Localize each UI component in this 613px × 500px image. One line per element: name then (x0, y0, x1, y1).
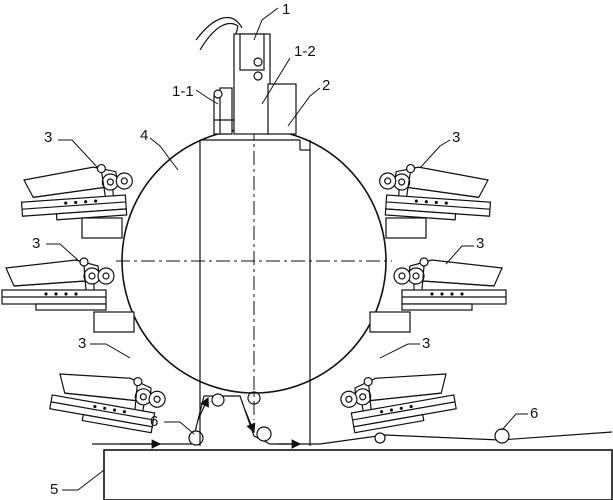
label-3-right-bottom: 3 (422, 335, 430, 352)
label-1-1: 1-1 (172, 83, 194, 100)
base-table (103, 449, 613, 500)
label-5: 5 (50, 481, 58, 498)
print-unit-right-top (376, 161, 494, 223)
print-unit-right-bottom (337, 362, 458, 435)
guide-roller (374, 432, 386, 444)
print-unit-left-middle (1, 257, 115, 311)
label-3-left-middle: 3 (32, 235, 40, 252)
label-3-right-top: 3 (452, 129, 460, 146)
label-3-left-top: 3 (44, 129, 52, 146)
label-1-2: 1-2 (294, 43, 316, 60)
label-6-right: 6 (530, 405, 538, 422)
guide-roller (494, 428, 510, 444)
top-mechanism (195, 17, 297, 135)
guide-roller (211, 393, 225, 407)
label-3-left-bottom: 3 (78, 335, 86, 352)
label-3-right-middle: 3 (476, 235, 484, 252)
print-unit-left-top (18, 161, 136, 223)
print-unit-right-middle (393, 257, 507, 311)
label-1: 1 (282, 1, 290, 18)
label-4: 4 (140, 127, 148, 144)
guide-roller (256, 426, 272, 442)
label-2: 2 (322, 77, 330, 94)
guide-roller (188, 430, 204, 446)
label-6-left: 6 (150, 413, 158, 430)
